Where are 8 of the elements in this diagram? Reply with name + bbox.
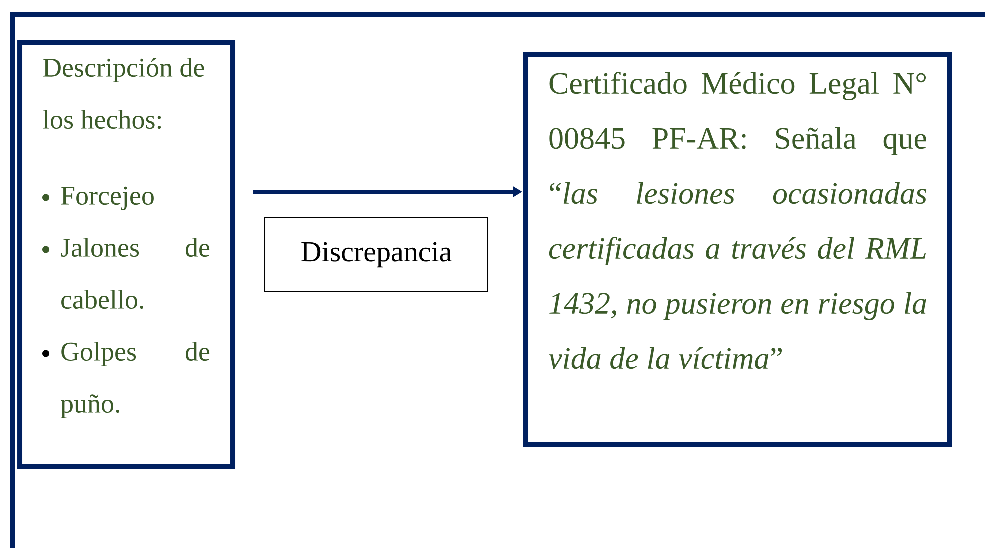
list-item: Forcejeo [61, 186, 154, 211]
list-item: Golpes de puño. [60, 342, 210, 419]
facts-box [18, 40, 236, 470]
certificate-box [524, 52, 952, 448]
label-box: Discrepancia [264, 218, 488, 292]
certificate-text: Certificado Médico Legal N° 00845 PF-AR: Señala que “las lesiones ocasionadas certificadas a través del RML 1432, no pusieron en riesgo la vida de la víctima” [548, 72, 927, 370]
heading: Descripción de los hechos: [43, 58, 204, 130]
list-item: Jalones de cabello. [61, 238, 210, 310]
